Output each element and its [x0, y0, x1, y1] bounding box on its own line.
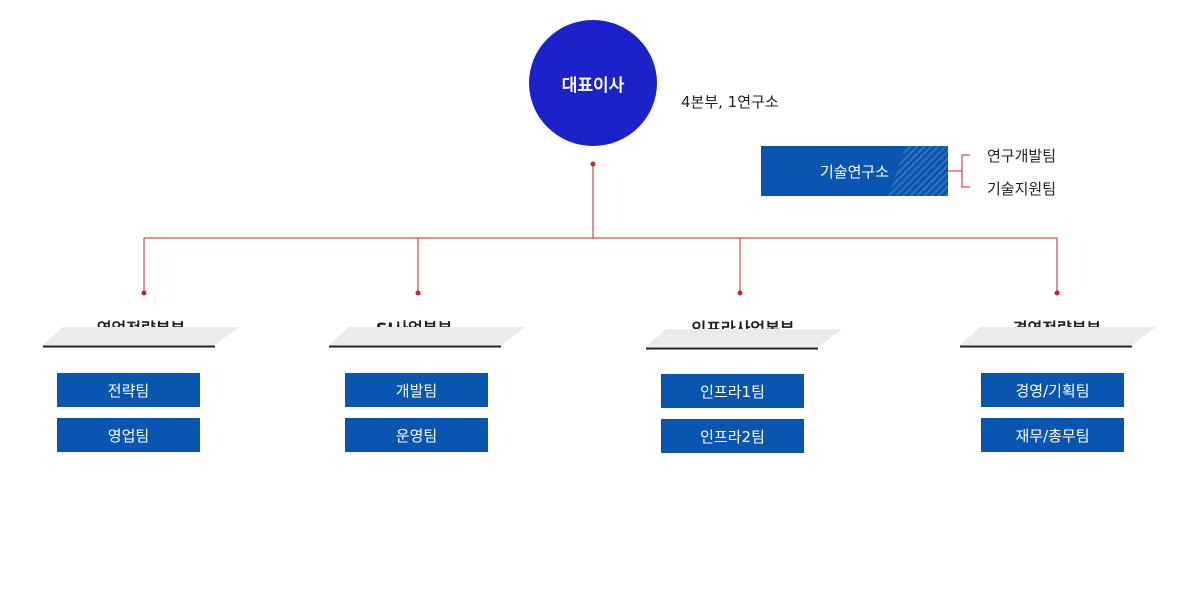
team-box: 운영팀: [345, 418, 488, 452]
team-box: 인프라2팀: [661, 419, 804, 453]
lab-team: 연구개발팀: [987, 147, 1057, 165]
team-box: 영업팀: [57, 418, 200, 452]
team-label: 인프라2팀: [700, 427, 765, 446]
team-label: 전략팀: [107, 381, 150, 400]
ceo-node: 대표이사: [529, 20, 657, 146]
team-label: 인프라1팀: [700, 382, 765, 401]
division-platform: [960, 327, 1156, 348]
lab-stripe-decoration: [888, 146, 948, 196]
team-box: 재무/총무팀: [981, 418, 1124, 452]
team-label: 경영/기획팀: [1015, 381, 1090, 400]
team-label: 재무/총무팀: [1015, 426, 1090, 445]
lab-node: 기술연구소: [761, 146, 948, 196]
team-box: 인프라1팀: [661, 374, 804, 408]
division-platform: [43, 327, 239, 348]
lab-team: 기술지원팀: [987, 180, 1057, 198]
division-platform: [329, 327, 525, 348]
division-dot-1: [141, 290, 147, 296]
division-dot-3: [737, 290, 743, 296]
team-box: 개발팀: [345, 373, 488, 407]
lab-label: 기술연구소: [819, 162, 889, 181]
lab-bracket: [961, 154, 970, 188]
division-dot-4: [1054, 290, 1060, 296]
division-platform: [646, 329, 842, 350]
team-box: 전략팀: [57, 373, 200, 407]
team-label: 운영팀: [395, 426, 438, 445]
summary-text: 4본부, 1연구소: [681, 93, 779, 111]
team-label: 영업팀: [107, 426, 150, 445]
ceo-label: 대표이사: [561, 75, 625, 96]
division-dot-2: [415, 290, 421, 296]
team-box: 경영/기획팀: [981, 373, 1124, 407]
team-label: 개발팀: [395, 381, 438, 400]
ceo-dot: [590, 161, 596, 167]
